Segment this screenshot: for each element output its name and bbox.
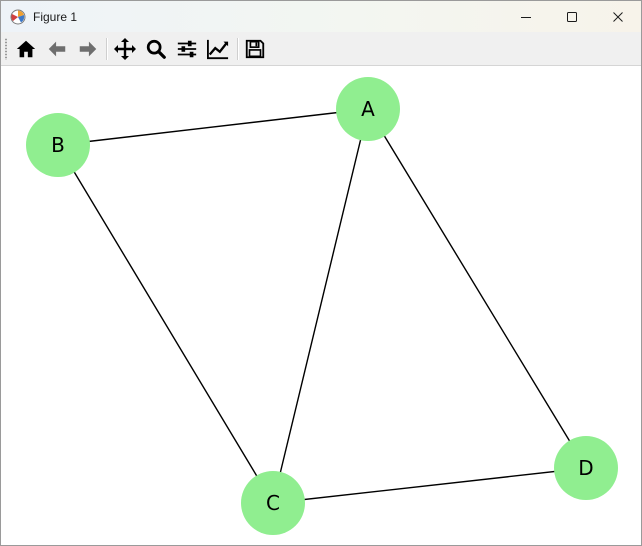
matplotlib-app-icon <box>10 9 26 25</box>
line-chart-icon <box>207 39 229 60</box>
sliders-icon <box>177 40 197 58</box>
edge-b-c <box>57 144 274 504</box>
maximize-button[interactable] <box>549 1 595 32</box>
maximize-icon <box>567 11 577 22</box>
node-label: D <box>578 456 593 480</box>
close-icon <box>613 11 623 22</box>
window-title: Figure 1 <box>33 9 78 24</box>
edge-a-b <box>57 108 369 146</box>
arrow-left-icon <box>48 41 66 57</box>
configure-subplots-button[interactable] <box>174 36 200 62</box>
node-circle <box>26 113 90 177</box>
node-d: D <box>554 436 618 500</box>
toolbar-separator <box>237 38 239 60</box>
magnifier-icon <box>146 39 166 59</box>
node-label: A <box>361 97 375 121</box>
toolbar-separator <box>106 38 108 60</box>
edge-c-d <box>272 467 587 504</box>
move-icon <box>114 38 136 60</box>
node-c: C <box>241 471 305 535</box>
toolbar-grip[interactable] <box>5 38 7 60</box>
network-graph: A B C D <box>26 77 618 535</box>
zoom-button[interactable] <box>143 36 169 62</box>
navigation-toolbar <box>1 32 641 66</box>
node-a: A <box>336 77 400 141</box>
floppy-disk-icon <box>245 39 265 59</box>
title-bar[interactable]: Figure 1 <box>1 1 641 32</box>
home-button[interactable] <box>13 36 39 62</box>
figure-canvas[interactable]: A B C D <box>1 66 641 545</box>
graph-nodes: A B C D <box>26 77 618 535</box>
home-icon <box>16 40 36 58</box>
node-circle <box>241 471 305 535</box>
node-circle <box>554 436 618 500</box>
edit-axes-button[interactable] <box>205 36 231 62</box>
edge-a-c <box>272 108 369 504</box>
node-b: B <box>26 113 90 177</box>
back-button[interactable] <box>44 36 70 62</box>
edge-a-d <box>367 108 587 469</box>
minimize-button[interactable] <box>503 1 549 32</box>
node-circle <box>336 77 400 141</box>
save-button[interactable] <box>242 36 268 62</box>
pan-button[interactable] <box>112 36 138 62</box>
graph-edges <box>57 108 587 504</box>
arrow-right-icon <box>79 41 97 57</box>
window-controls <box>503 1 641 32</box>
close-button[interactable] <box>595 1 641 32</box>
minimize-icon <box>521 16 531 18</box>
forward-button[interactable] <box>75 36 101 62</box>
node-label: C <box>266 491 280 515</box>
node-label: B <box>51 133 65 157</box>
